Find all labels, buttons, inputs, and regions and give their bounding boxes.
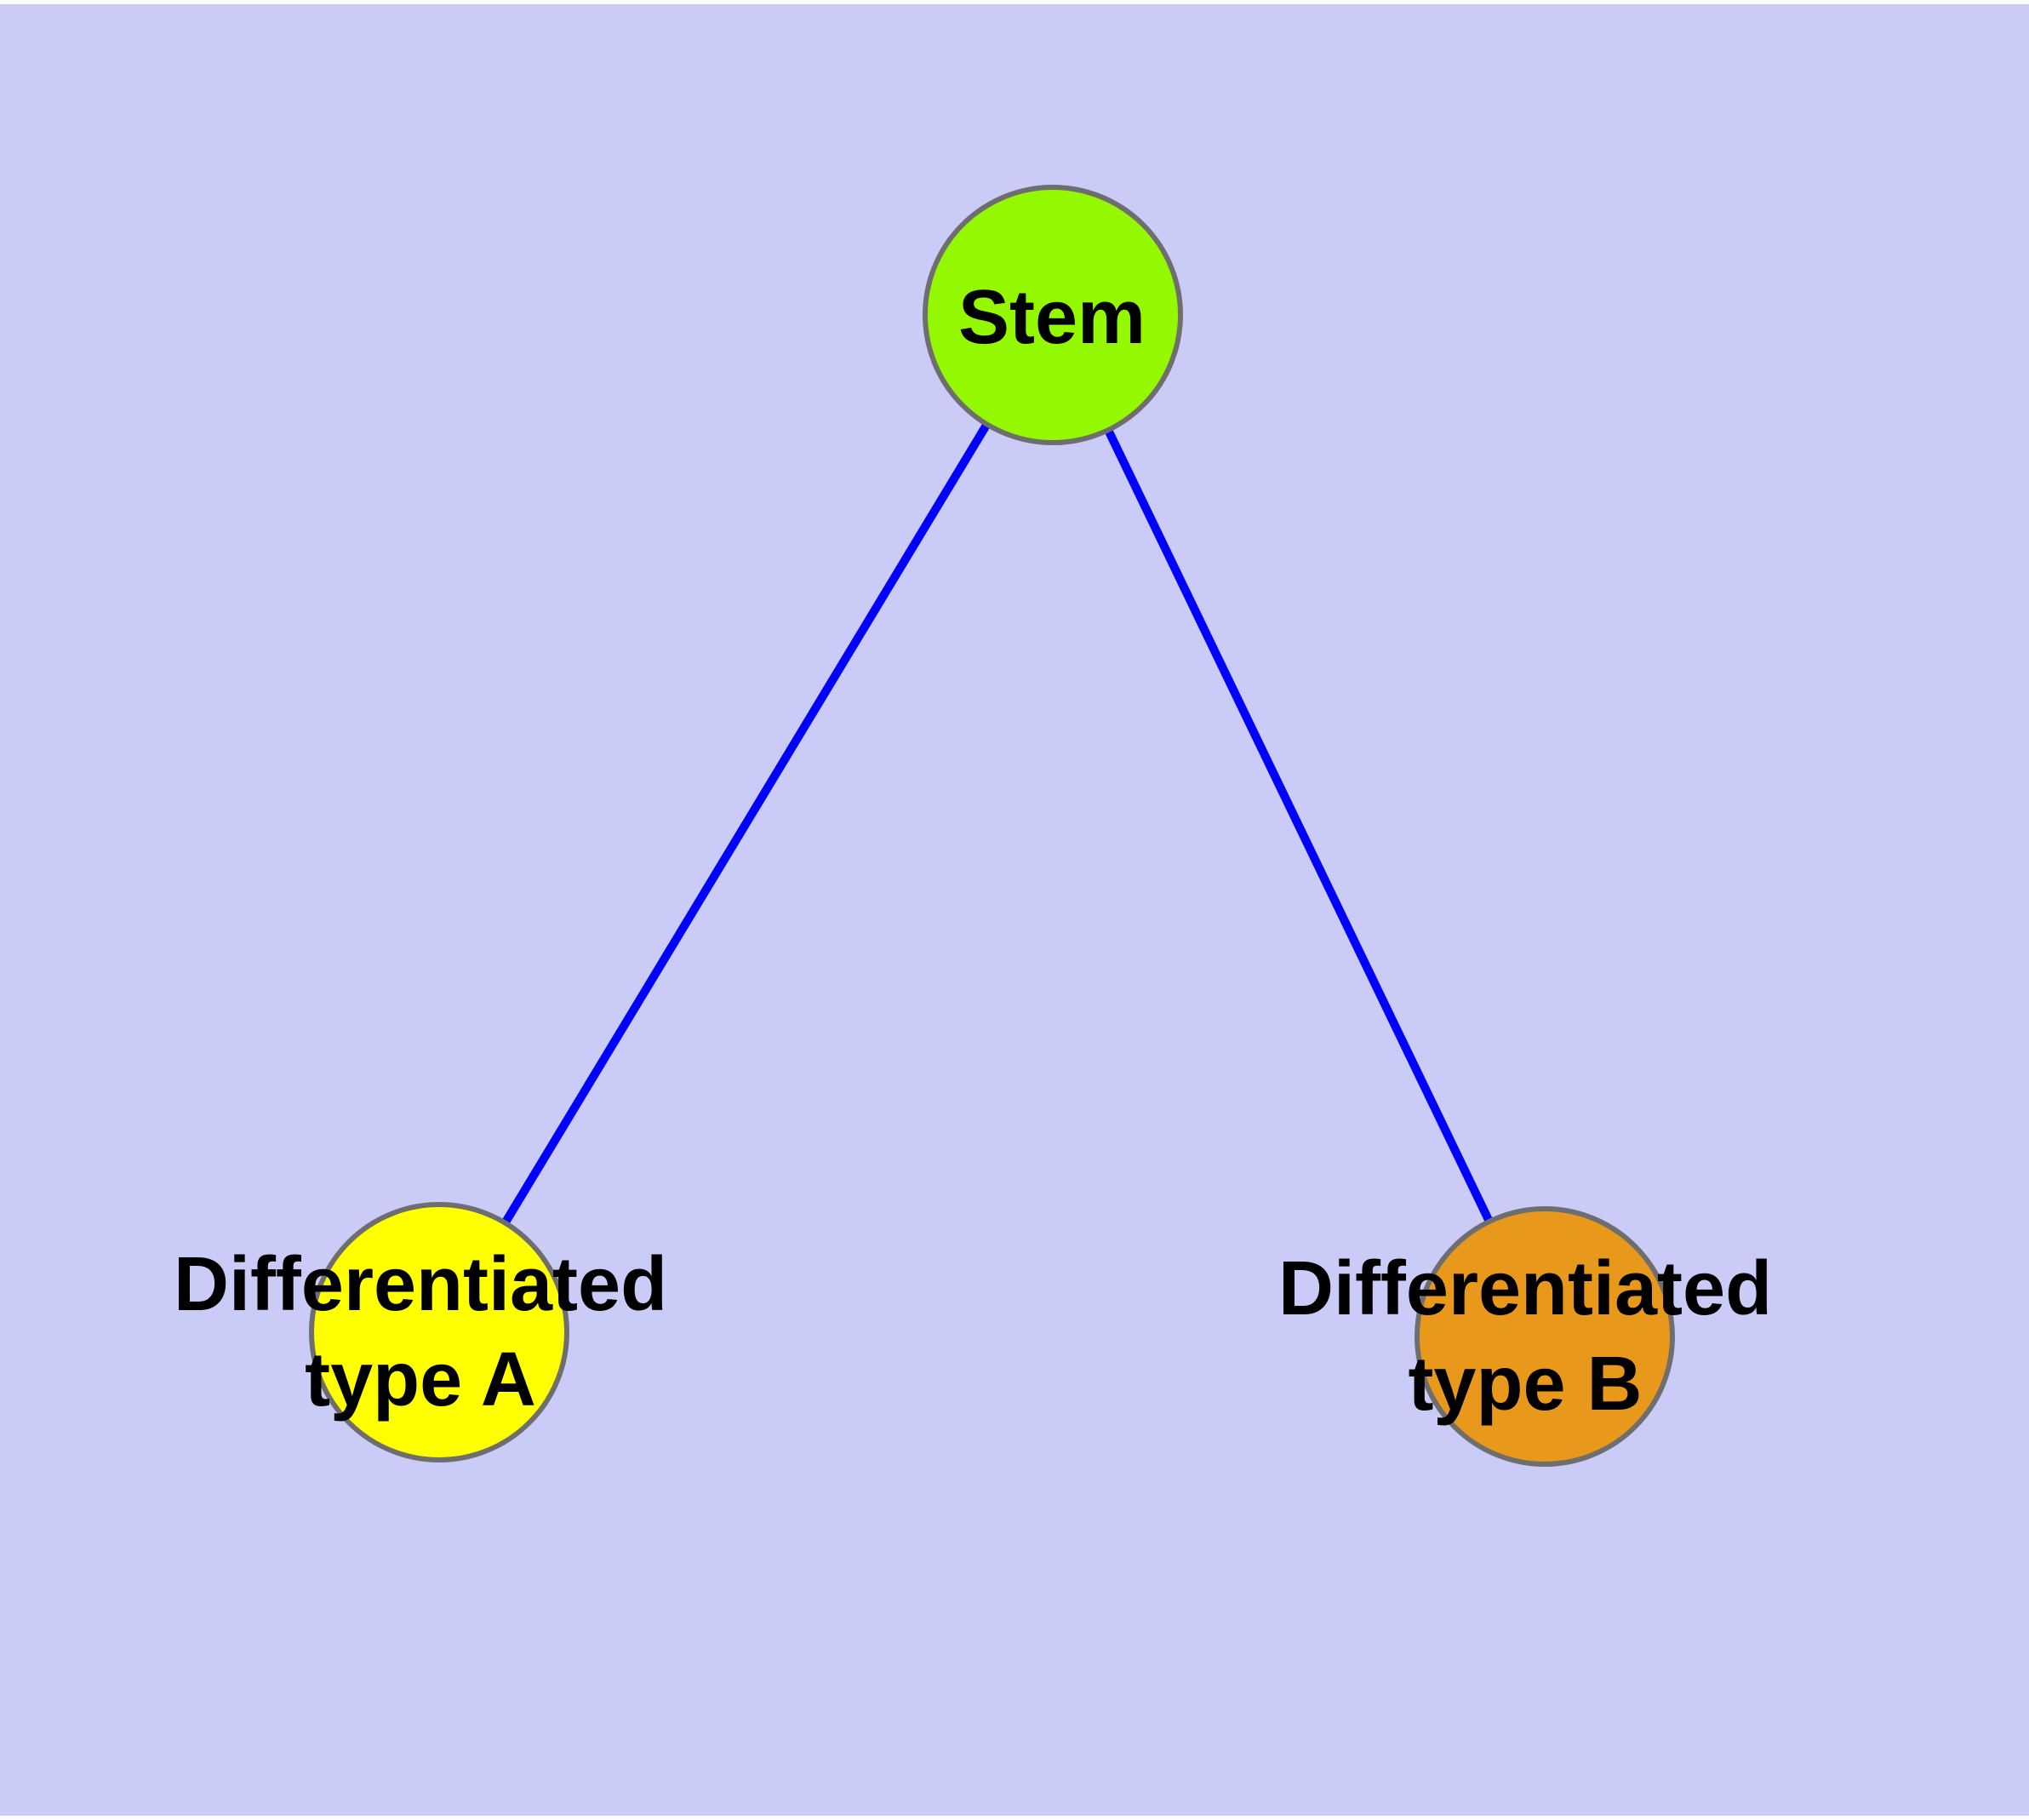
type-a-node-circle xyxy=(309,1202,569,1462)
stem-node-circle xyxy=(923,185,1183,445)
edge-stem-to-type-a xyxy=(435,312,1057,1335)
type-b-node-circle xyxy=(1415,1206,1675,1467)
edge-stem-to-type-b xyxy=(1049,312,1549,1339)
